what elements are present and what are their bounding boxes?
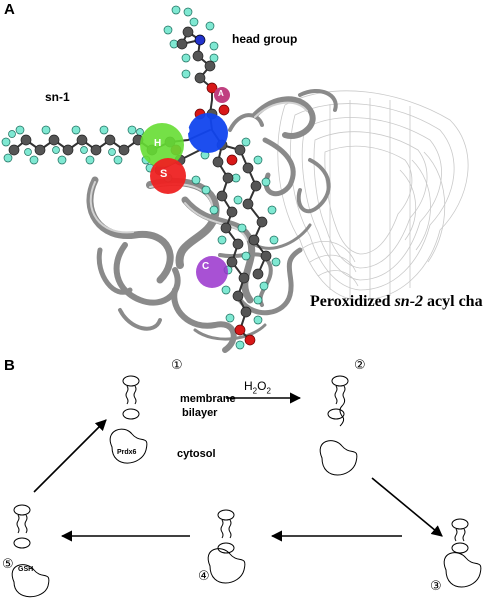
head-group-label: head group — [232, 32, 298, 46]
cytosol-label: cytosol — [177, 448, 216, 460]
panel-a-letter: A — [4, 1, 15, 18]
peroxidized-sn2-label: Peroxidized sn-2 acyl chain — [310, 294, 483, 310]
sn1-label: sn-1 — [45, 90, 70, 104]
membrane-label: membrane — [180, 393, 236, 405]
site-s-label: S — [160, 168, 168, 180]
nitrogen-atom — [194, 34, 206, 46]
lipid-bonds — [13, 31, 268, 341]
step-3-number: ③ — [430, 579, 442, 594]
site-d-label: D — [182, 125, 190, 137]
prdx6-label: Prdx6 — [117, 449, 137, 456]
protein-mesh-domain — [277, 90, 469, 301]
step-5-number: ⑤ — [2, 557, 14, 572]
step-4-number: ④ — [198, 569, 210, 584]
panel-b-cycle — [11, 375, 482, 598]
site-s-sphere — [150, 158, 186, 194]
state-1-schematic — [109, 375, 148, 464]
h2o2-h: H — [244, 379, 253, 393]
site-c-label: C — [202, 261, 210, 272]
h2o2-sub1: 2 — [252, 386, 258, 396]
peroxidized-suffix: acyl chain — [427, 293, 483, 310]
step-1-number: ① — [171, 358, 183, 373]
hydrogen-atoms — [1, 5, 281, 350]
site-d-sphere — [188, 113, 228, 153]
bilayer-label: bilayer — [182, 407, 218, 419]
site-a-label: A — [218, 89, 224, 98]
h2o2-label: H2O2 — [244, 380, 271, 395]
site-c-sphere — [196, 256, 228, 288]
h2o2-sub2: 2 — [266, 386, 271, 396]
arrow-2-to-3 — [371, 477, 443, 537]
site-h-label: H — [154, 138, 162, 149]
peroxidized-italic: sn-2 — [394, 293, 424, 310]
h2o2-o: O — [257, 379, 267, 393]
arrow-5-to-1 — [33, 419, 107, 493]
carbon-atoms — [8, 26, 272, 318]
site-a-sphere — [214, 87, 230, 103]
step-2-number: ② — [354, 358, 366, 373]
panel-b-letter: B — [4, 357, 15, 374]
gsh-label: GSH — [18, 566, 34, 573]
peroxidized-prefix: Peroxidized — [310, 293, 395, 310]
state-2-schematic — [319, 375, 358, 476]
state-4-schematic — [207, 509, 246, 584]
active-site-spheres — [140, 87, 230, 288]
panel-a-structure — [1, 5, 469, 353]
state-3-schematic — [443, 518, 482, 588]
state-5-schematic — [11, 504, 50, 598]
site-h-sphere — [140, 123, 184, 167]
